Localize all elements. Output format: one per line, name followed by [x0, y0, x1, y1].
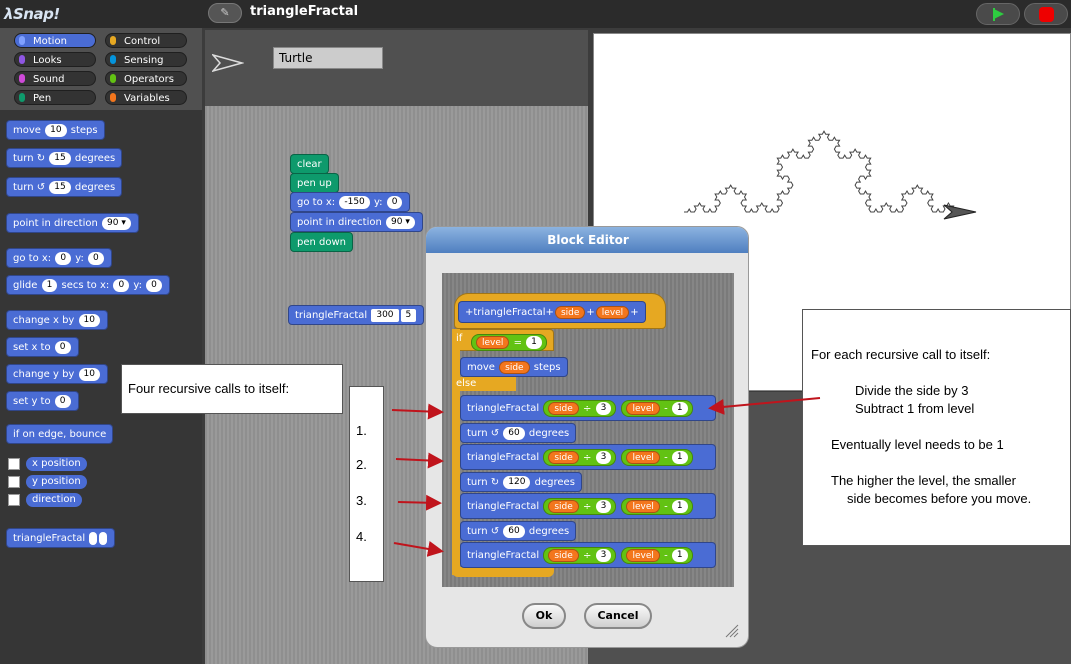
annotation-line-4: Eventually level needs to be 1	[831, 437, 1004, 452]
turtle-icon	[943, 204, 977, 220]
category-operators[interactable]: Operators	[105, 71, 187, 86]
sprite-info-bar	[205, 30, 588, 106]
category-looks[interactable]: Looks	[14, 52, 96, 67]
motion-color-icon	[19, 36, 25, 45]
palette-set-x-block[interactable]: set x to 0	[6, 337, 79, 357]
sensing-color-icon	[110, 55, 116, 64]
ok-button[interactable]: Ok	[522, 603, 566, 629]
cancel-button[interactable]: Cancel	[584, 603, 652, 629]
call-number-1: 1.	[356, 423, 367, 438]
pencil-icon: ✎	[220, 6, 230, 19]
y-position-checkbox[interactable]	[8, 476, 20, 488]
palette-bounce-block[interactable]: if on edge, bounce	[6, 424, 114, 444]
palette-direction-reporter[interactable]: direction	[26, 493, 82, 507]
top-bar	[0, 0, 1071, 28]
recursive-call-2[interactable]: triangleFractal side ÷ 3 level - 1	[460, 444, 716, 470]
annotation-line-2: Divide the side by 3	[855, 383, 969, 398]
script-pen-up-block[interactable]: pen up	[290, 173, 339, 193]
snap-logo[interactable]: λSnap!	[4, 5, 60, 23]
sound-color-icon	[19, 74, 25, 83]
editor-move-block[interactable]: move side steps	[460, 357, 568, 377]
category-pen[interactable]: Pen	[14, 90, 96, 105]
right-annotation-box: For each recursive call to itself: Divid…	[802, 309, 1071, 546]
if-else-arm	[452, 329, 460, 575]
operators-color-icon	[110, 74, 116, 83]
prototype-block[interactable]: +triangleFractal+side+level+	[458, 301, 646, 323]
sprite-name-field[interactable]: Turtle	[273, 47, 383, 69]
stop-sign-icon	[1039, 7, 1054, 22]
editor-turn-block-1[interactable]: turn ↺ 60 degrees	[460, 423, 577, 443]
category-sensing[interactable]: Sensing	[105, 52, 187, 67]
variables-color-icon	[110, 93, 116, 102]
recursive-call-3[interactable]: triangleFractal side ÷ 3 level - 1	[460, 493, 716, 519]
palette-point-direction-block[interactable]: point in direction 90 ▾	[6, 213, 139, 233]
palette-turn-ccw-block[interactable]: turn ↺ 15 degrees	[6, 177, 123, 197]
annotation-line-1: For each recursive call to itself:	[811, 347, 991, 362]
turtle-sprite-icon	[212, 54, 244, 72]
direction-checkbox[interactable]	[8, 494, 20, 506]
green-flag-button[interactable]	[976, 3, 1020, 25]
control-color-icon	[110, 36, 116, 45]
left-annotation-title: Four recursive calls to itself:	[128, 381, 290, 396]
else-bar	[452, 377, 516, 391]
script-clear-block[interactable]: clear	[290, 154, 329, 174]
if-keyword: if	[456, 333, 463, 344]
palette-turn-cw-block[interactable]: turn ↻ 15 degrees	[6, 148, 123, 168]
palette-change-x-block[interactable]: change x by 10	[6, 310, 108, 330]
koch-curve-path	[684, 130, 964, 213]
call-number-box: 1. 2. 3. 4.	[349, 386, 384, 582]
looks-color-icon	[19, 55, 25, 64]
block-editor-dialog: Block Editor +triangleFractal+side+level…	[425, 226, 749, 648]
category-variables[interactable]: Variables	[105, 90, 187, 105]
koch-curve-drawing	[684, 130, 977, 220]
editor-turn-block-3[interactable]: turn ↺ 60 degrees	[460, 521, 577, 541]
if-else-foot	[452, 567, 554, 577]
script-pen-down-block[interactable]: pen down	[290, 232, 353, 252]
palette-custom-triangle-fractal-block[interactable]: triangleFractal	[6, 528, 116, 548]
recursive-call-4[interactable]: triangleFractal side ÷ 3 level - 1	[460, 542, 716, 568]
palette-goto-block[interactable]: go to x: 0 y: 0	[6, 248, 112, 268]
category-motion[interactable]: Motion	[14, 33, 96, 48]
call-number-2: 2.	[356, 457, 367, 472]
editor-turn-block-2[interactable]: turn ↻ 120 degrees	[460, 472, 582, 492]
left-annotation-box: Four recursive calls to itself:	[121, 364, 343, 414]
green-flag-icon	[994, 9, 1004, 19]
palette-y-position-reporter[interactable]: y position	[26, 475, 87, 489]
annotation-line-5: The higher the level, the smaller	[831, 473, 1016, 488]
call-number-3: 3.	[356, 493, 367, 508]
x-position-checkbox[interactable]	[8, 458, 20, 470]
annotation-line-6: side becomes before you move.	[847, 491, 1032, 506]
script-point-direction-block[interactable]: point in direction 90 ▾	[290, 212, 423, 232]
palette-move-block[interactable]: move 10 steps	[6, 120, 105, 140]
palette-glide-block[interactable]: glide 1 secs to x: 0 y: 0	[6, 275, 170, 295]
annotation-line-3: Subtract 1 from level	[855, 401, 975, 416]
palette-change-y-block[interactable]: change y by 10	[6, 364, 108, 384]
equals-predicate[interactable]: level = 1	[471, 334, 547, 351]
palette-set-y-block[interactable]: set y to 0	[6, 391, 79, 411]
script-goto-block[interactable]: go to x: -150 y: 0	[290, 192, 411, 212]
block-editor-title[interactable]: Block Editor	[426, 227, 748, 253]
category-control[interactable]: Control	[105, 33, 187, 48]
else-keyword: else	[456, 378, 477, 389]
call-number-4: 4.	[356, 529, 367, 544]
category-panel: Motion Control Looks Sensing Sound Opera…	[0, 28, 202, 110]
category-sound[interactable]: Sound	[14, 71, 96, 86]
project-title: triangleFractal	[250, 4, 359, 19]
stop-button[interactable]	[1024, 3, 1068, 25]
recursive-call-1[interactable]: triangleFractal side ÷ 3 level - 1	[460, 395, 716, 421]
project-edit-button[interactable]: ✎	[208, 3, 242, 23]
palette-x-position-reporter[interactable]: x position	[26, 457, 87, 471]
pen-color-icon	[19, 93, 25, 102]
resize-handle-icon[interactable]	[724, 623, 740, 639]
